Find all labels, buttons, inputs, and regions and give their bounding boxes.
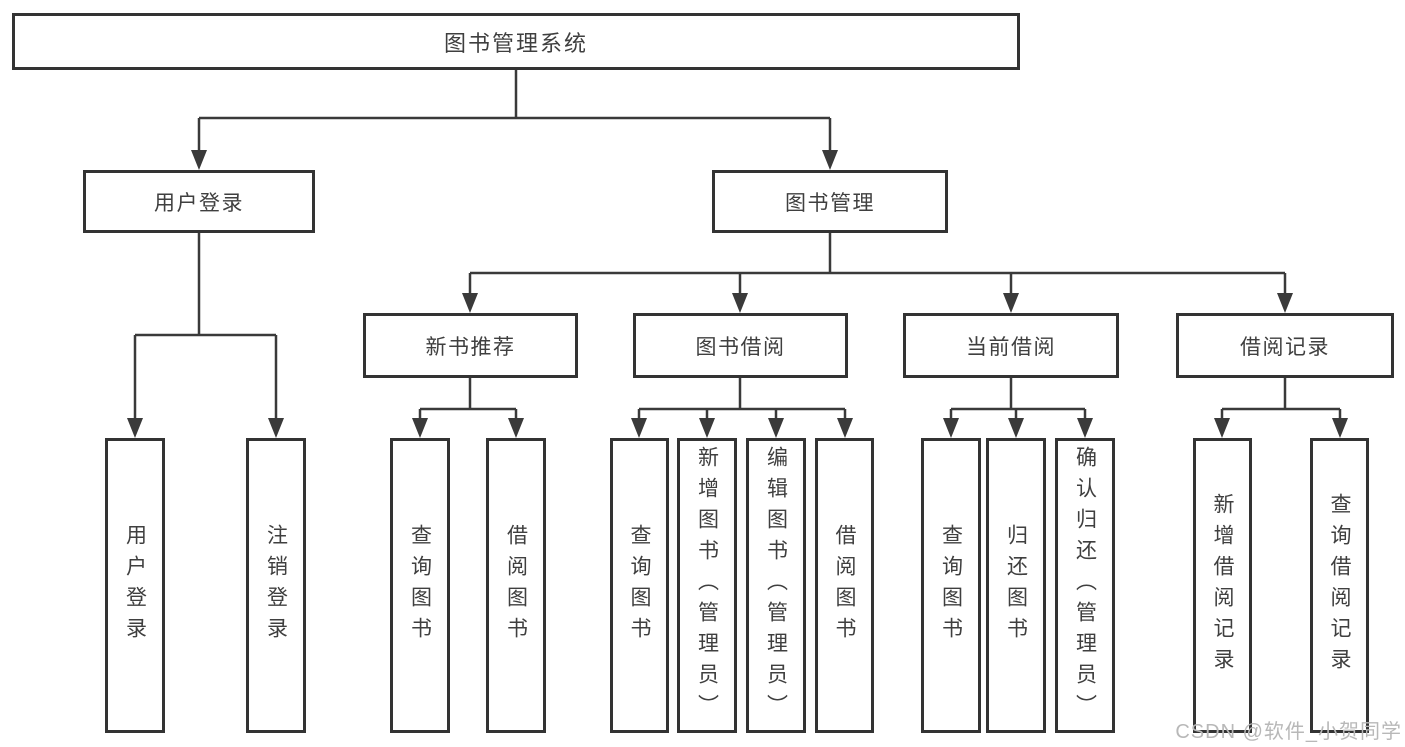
node-label: 注销登录 (264, 523, 288, 648)
node-label: 图书借阅 (695, 335, 786, 359)
node-label: 新增借阅记录 (1211, 492, 1234, 679)
leaf-confirm-return-admin: 确认归还（管理员） (1055, 438, 1115, 733)
leaf-query-books-recommend: 查询图书 (390, 438, 450, 733)
node-label: 用户登录 (154, 191, 244, 215)
node-borrowing-records: 借阅记录 (1176, 313, 1394, 378)
node-label: 查询图书 (939, 523, 963, 648)
node-label: 确认归还（管理员） (1073, 446, 1097, 725)
leaf-return-book: 归还图书 (986, 438, 1046, 733)
leaf-borrow-books: 借阅图书 (815, 438, 874, 733)
node-label: 图书管理系统 (443, 30, 588, 56)
node-label: 新增图书（管理员） (695, 446, 719, 725)
node-new-book-recommendation: 新书推荐 (363, 313, 578, 378)
node-label: 借阅图书 (833, 523, 856, 648)
node-book-borrowing: 图书借阅 (633, 313, 848, 378)
node-label: 查询图书 (408, 523, 432, 648)
node-user-login: 用户登录 (83, 170, 315, 233)
leaf-edit-book-admin: 编辑图书（管理员） (746, 438, 806, 733)
node-label: 归还图书 (1004, 523, 1028, 648)
node-label: 新书推荐 (425, 335, 516, 359)
watermark: CSDN @软件_小贺同学 (1175, 721, 1402, 743)
leaf-logout: 注销登录 (246, 438, 306, 733)
node-book-management: 图书管理 (712, 170, 948, 233)
node-label: 当前借阅 (966, 335, 1056, 359)
node-label: 借阅图书 (504, 523, 528, 648)
node-label: 用户登录 (123, 523, 147, 648)
node-current-borrowing: 当前借阅 (903, 313, 1119, 378)
node-label: 查询图书 (628, 523, 651, 648)
node-label: 图书管理 (785, 191, 875, 215)
leaf-user-login: 用户登录 (105, 438, 165, 733)
node-label: 编辑图书（管理员） (764, 446, 788, 725)
leaf-query-books-borrow: 查询图书 (610, 438, 669, 733)
leaf-add-book-admin: 新增图书（管理员） (677, 438, 737, 733)
node-label: 借阅记录 (1240, 335, 1330, 359)
node-library-management-system: 图书管理系统 (12, 13, 1020, 70)
node-label: 查询借阅记录 (1328, 492, 1351, 679)
leaf-query-books-current: 查询图书 (921, 438, 981, 733)
leaf-query-borrow-record: 查询借阅记录 (1310, 438, 1369, 733)
leaf-add-borrow-record: 新增借阅记录 (1193, 438, 1252, 733)
leaf-borrow-books-recommend: 借阅图书 (486, 438, 546, 733)
